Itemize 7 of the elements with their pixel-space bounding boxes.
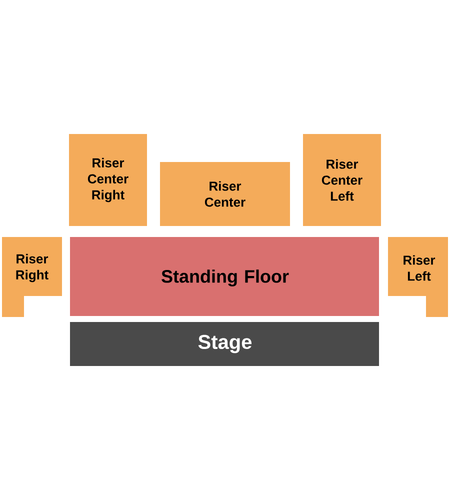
riser-section: Riser Center Right [69, 134, 147, 226]
riser-section: Riser Center Left [303, 134, 381, 226]
riser-section: Riser Right [2, 237, 62, 317]
riser-section: Riser Center [160, 162, 290, 226]
riser-section: Riser Left [388, 237, 448, 317]
stage-area: Stage [70, 322, 379, 366]
standing-floor-area: Standing Floor [70, 237, 379, 316]
